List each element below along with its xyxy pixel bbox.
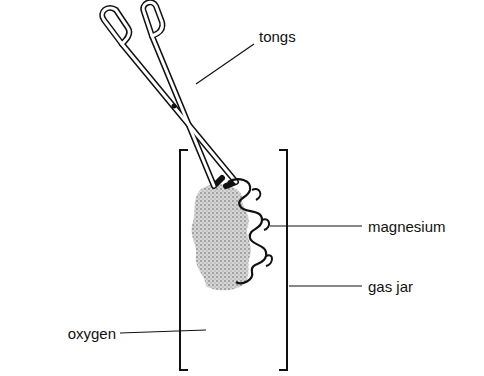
burning-smoke (192, 184, 251, 290)
part-label: tongs (257, 28, 298, 45)
tongs-drawing (102, 2, 236, 186)
coil-loops (252, 189, 272, 266)
part-label: magnesium (366, 218, 448, 235)
part-label: oxygen (66, 325, 118, 342)
leader-lines (120, 44, 362, 333)
part-label: gas jar (366, 278, 415, 295)
